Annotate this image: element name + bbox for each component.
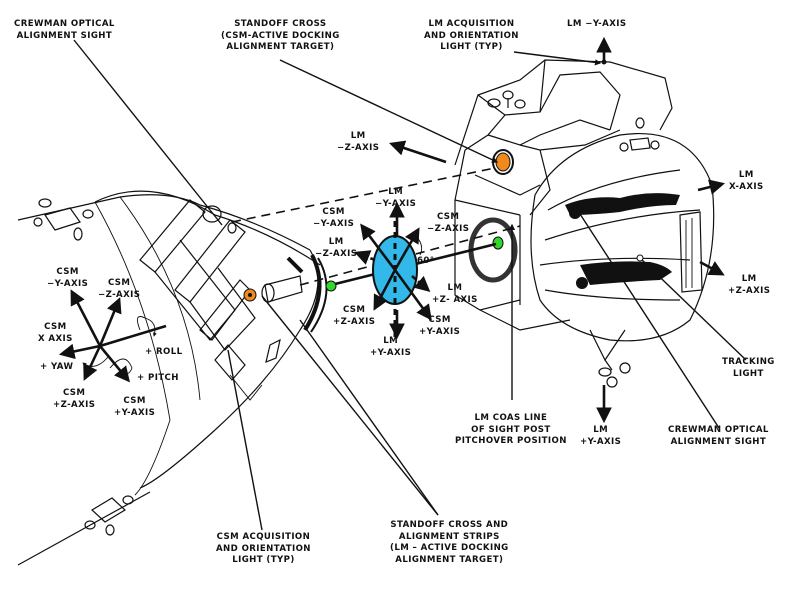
lm-standoff-cross-light: [495, 152, 511, 172]
label-lm-plus-y-axis-bottom: LM+Y-AXIS: [580, 425, 622, 447]
lm-rcs-top-left: [487, 90, 526, 109]
csm-rcs-quad-lower: [84, 495, 134, 536]
label-target-lm-plus-y: LM+Y-AXIS: [370, 336, 412, 358]
label-target-csm-plus-y: CSM+Y-AXIS: [419, 315, 461, 337]
lm-rcs-top-right: [619, 117, 660, 152]
label-target-lm-plus-z: LM+Z- AXIS: [432, 283, 478, 305]
lm-coas-light: [492, 236, 504, 250]
label-lm-minus-z-axis: LM−Z-AXIS: [337, 131, 380, 153]
csm-rcs-quad-upper: [33, 198, 94, 241]
leader-lines: [73, 39, 747, 531]
csm-coas-light: [325, 280, 337, 292]
csm-panels: [139, 199, 281, 401]
csm-crewman-sight: [202, 205, 222, 223]
lm-minus-z-arrow: [389, 140, 447, 164]
lm-x-arrow: [697, 179, 726, 195]
label-csm-plus-y-axis: CSM+Y-AXIS: [114, 396, 156, 418]
csm-spacecraft: [17, 190, 337, 566]
label-csm-minus-z-axis: CSM−Z-AXIS: [98, 278, 141, 300]
lm-crewmen: [565, 193, 680, 289]
docking-probe: [264, 275, 303, 303]
label-target-csm-minus-y: CSM−Y-AXIS: [313, 207, 355, 229]
label-lm-minus-y-axis-top: LM −Y-AXIS: [567, 19, 627, 29]
label-target-csm-minus-z: CSM−Z-AXIS: [427, 212, 470, 234]
label-target-csm-plus-z: CSM+Z-AXIS: [333, 305, 376, 327]
label-target-angle: 60°: [417, 256, 435, 266]
label-lm-plus-z-axis-right: LM+Z-AXIS: [728, 274, 771, 296]
label-target-lm-minus-z: LM−Z-AXIS: [315, 237, 358, 259]
label-pitch: + PITCH: [137, 373, 179, 383]
label-roll: + ROLL: [145, 347, 183, 357]
label-target-lm-minus-y: LM−Y-AXIS: [375, 187, 417, 209]
csm-axes-triad: [58, 289, 167, 383]
label-csm-minus-y-axis: CSM−Y-AXIS: [47, 267, 89, 289]
label-csm-plus-z-axis: CSM+Z-AXIS: [53, 388, 96, 410]
lm-active-target: [354, 201, 432, 340]
label-yaw: + YAW: [40, 362, 74, 372]
lm-spacecraft: [454, 59, 715, 388]
lm-plus-z-arrow: [699, 260, 725, 276]
